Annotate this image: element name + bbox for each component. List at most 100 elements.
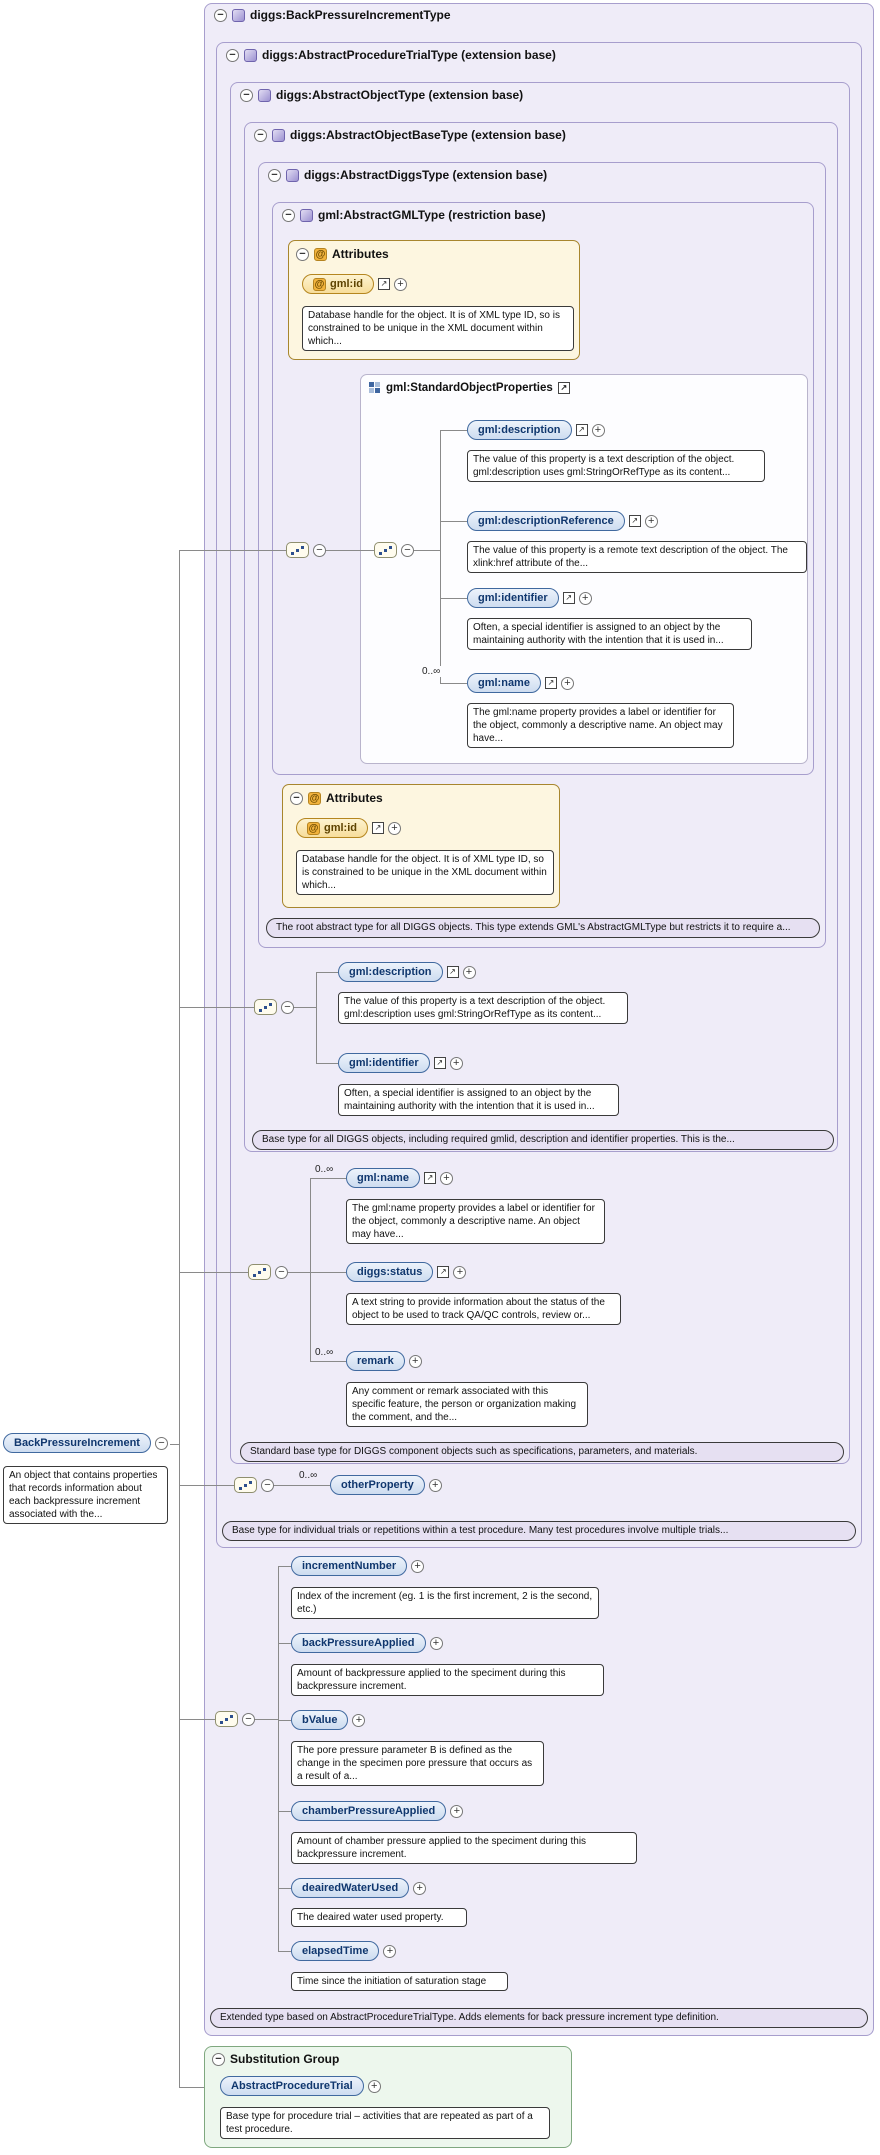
- element-gml-name[interactable]: gml:name: [346, 1168, 420, 1188]
- element-row: gml:name: [467, 673, 574, 693]
- external-link-icon[interactable]: [437, 1266, 450, 1278]
- element-otherproperty[interactable]: otherProperty: [330, 1475, 425, 1495]
- element-remark[interactable]: remark: [346, 1351, 405, 1371]
- external-link-icon[interactable]: [433, 1057, 446, 1069]
- attributes-header: Attributes: [290, 791, 383, 805]
- doc-gml-name: The gml:name property provides a label o…: [467, 703, 734, 748]
- collapse-icon[interactable]: [296, 247, 309, 261]
- attribute-gml-id[interactable]: gml:id: [302, 274, 374, 294]
- collapse-icon[interactable]: [282, 208, 295, 222]
- expand-icon[interactable]: [429, 1636, 443, 1650]
- external-link-icon[interactable]: [575, 424, 588, 436]
- external-link-icon[interactable]: [446, 966, 459, 978]
- group-header: gml:StandardObjectProperties: [368, 381, 570, 394]
- element-abstractproceduretrial[interactable]: AbstractProcedureTrial: [220, 2076, 364, 2096]
- expand-icon[interactable]: [411, 1559, 425, 1573]
- collapse-icon[interactable]: [261, 1479, 274, 1492]
- group-title: gml:StandardObjectProperties: [386, 381, 553, 394]
- connector-line: [287, 1272, 310, 1273]
- external-link-icon[interactable]: [557, 381, 570, 394]
- doc-gml-id: Database handle for the object. It is of…: [302, 306, 574, 351]
- connector-line: [310, 1272, 346, 1273]
- element-bvalue[interactable]: bValue: [291, 1710, 349, 1730]
- collapse-icon[interactable]: [290, 791, 303, 805]
- collapse-icon[interactable]: [240, 88, 253, 102]
- type-header: diggs:AbstractObjectBaseType (extension …: [254, 128, 566, 142]
- attribute-icon: [313, 277, 326, 291]
- collapse-icon[interactable]: [275, 1266, 288, 1279]
- connector-line: [316, 972, 317, 1063]
- external-link-icon[interactable]: [423, 1172, 436, 1184]
- external-link-icon[interactable]: [372, 822, 384, 834]
- collapse-icon[interactable]: [401, 544, 414, 557]
- element-deairedwaterused[interactable]: deairedWaterUsed: [291, 1878, 410, 1898]
- element-incrementnumber[interactable]: incrementNumber: [291, 1556, 408, 1576]
- element-diggs-status[interactable]: diggs:status: [346, 1262, 434, 1282]
- type-header: diggs:AbstractObjectType (extension base…: [240, 88, 523, 102]
- attribute-icon: [314, 247, 327, 261]
- collapse-icon[interactable]: [242, 1713, 255, 1726]
- expand-icon[interactable]: [428, 1478, 442, 1492]
- collapse-icon[interactable]: [313, 544, 326, 557]
- element-gml-descriptionreference[interactable]: gml:descriptionReference: [467, 511, 625, 531]
- collapse-icon[interactable]: [154, 1436, 168, 1450]
- element-chamberpressureapplied[interactable]: chamberPressureApplied: [291, 1801, 447, 1821]
- expand-icon[interactable]: [408, 1354, 422, 1368]
- type-title: diggs:AbstractObjectBaseType (extension …: [290, 128, 566, 142]
- doc-chamberpressureapplied: Amount of chamber pressure applied to th…: [291, 1832, 637, 1864]
- expand-icon[interactable]: [578, 591, 592, 605]
- expand-icon[interactable]: [413, 1881, 427, 1895]
- type-title: diggs:AbstractObjectType (extension base…: [276, 88, 524, 102]
- expand-icon[interactable]: [394, 277, 407, 291]
- expand-icon[interactable]: [644, 514, 658, 528]
- occurrence-label: 0..∞: [313, 1347, 336, 1358]
- collapse-icon[interactable]: [226, 48, 239, 62]
- attribute-icon: [307, 821, 320, 835]
- element-gml-description[interactable]: gml:description: [338, 962, 443, 982]
- type-title: diggs:BackPressureIncrementType: [250, 8, 451, 22]
- expand-icon[interactable]: [453, 1265, 467, 1279]
- attributes-title: Attributes: [326, 791, 383, 805]
- connector-line: [310, 1178, 311, 1361]
- element-gml-name[interactable]: gml:name: [467, 673, 541, 693]
- attribute-gml-id[interactable]: gml:id: [296, 818, 368, 838]
- external-link-icon[interactable]: [562, 592, 575, 604]
- element-backpressureincrement[interactable]: BackPressureIncrement: [3, 1433, 151, 1453]
- element-gml-identifier[interactable]: gml:identifier: [467, 588, 559, 608]
- connector-line: [278, 1643, 291, 1644]
- collapse-icon[interactable]: [212, 2052, 225, 2066]
- doc-gml-name: The gml:name property provides a label o…: [346, 1199, 605, 1244]
- element-row: elapsedTime: [291, 1941, 397, 1961]
- connector-line: [316, 1063, 338, 1064]
- element-row: otherProperty: [330, 1475, 442, 1495]
- expand-icon[interactable]: [388, 821, 401, 835]
- external-link-icon[interactable]: [378, 278, 390, 290]
- expand-icon[interactable]: [439, 1171, 453, 1185]
- collapse-icon[interactable]: [214, 8, 227, 22]
- expand-icon[interactable]: [367, 2079, 381, 2093]
- expand-icon[interactable]: [449, 1056, 463, 1070]
- expand-icon[interactable]: [462, 965, 476, 979]
- element-gml-identifier[interactable]: gml:identifier: [338, 1053, 430, 1073]
- collapse-icon[interactable]: [281, 1001, 294, 1014]
- complex-type-icon: [244, 48, 257, 62]
- expand-icon[interactable]: [560, 676, 574, 690]
- type-title: gml:AbstractGMLType (restriction base): [318, 208, 546, 222]
- doc-gml-description: The value of this property is a text des…: [338, 992, 628, 1024]
- expand-icon[interactable]: [383, 1944, 397, 1958]
- connector-line: [179, 1272, 248, 1273]
- external-link-icon[interactable]: [544, 677, 557, 689]
- element-elapsedtime[interactable]: elapsedTime: [291, 1941, 380, 1961]
- element-gml-description[interactable]: gml:description: [467, 420, 572, 440]
- doc-backpressureapplied: Amount of backpressure applied to the sp…: [291, 1664, 604, 1696]
- doc-bvalue: The pore pressure parameter B is defined…: [291, 1741, 544, 1786]
- collapse-icon[interactable]: [254, 128, 267, 142]
- expand-icon[interactable]: [450, 1804, 464, 1818]
- attribute-row: gml:id: [296, 818, 401, 838]
- expand-icon[interactable]: [352, 1713, 366, 1727]
- expand-icon[interactable]: [591, 423, 605, 437]
- doc-backpressureincrement: An object that contains properties that …: [3, 1466, 168, 1524]
- collapse-icon[interactable]: [268, 168, 281, 182]
- external-link-icon[interactable]: [628, 515, 641, 527]
- element-backpressureapplied[interactable]: backPressureApplied: [291, 1633, 426, 1653]
